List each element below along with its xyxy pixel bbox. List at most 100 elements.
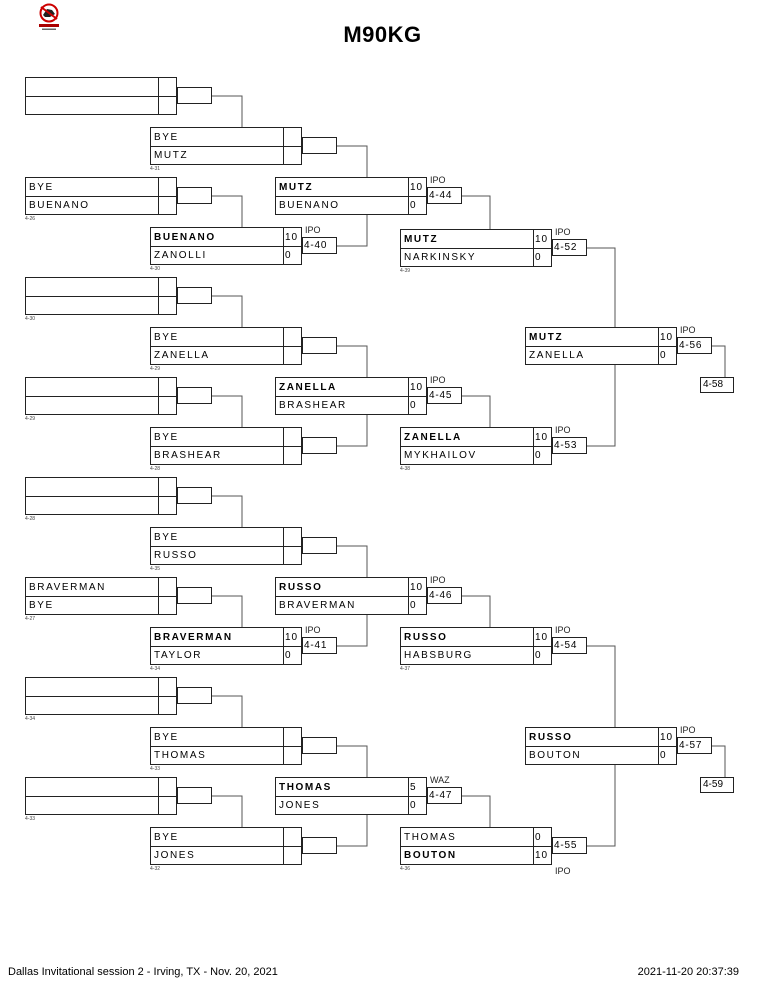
competitor-top[interactable]: THOMAS <box>276 778 408 797</box>
competitor-bottom[interactable] <box>26 96 158 115</box>
competitor-bottom[interactable] <box>26 496 158 515</box>
competitor-top[interactable]: RUSSO <box>401 628 533 647</box>
competitor-top[interactable]: MUTZ <box>401 230 533 249</box>
competitor-top[interactable]: BYE <box>151 528 283 547</box>
bout-result-box[interactable] <box>177 287 212 304</box>
competitor-bottom[interactable]: NARKINSKY <box>404 252 477 263</box>
competitor-bottom[interactable]: BRAVERMAN <box>279 600 357 611</box>
bout-result-box[interactable]: 4-41 <box>302 637 337 654</box>
match-box[interactable]: BYE BRASHEAR <box>150 427 302 465</box>
bout-result-box[interactable]: 4-53 <box>552 437 587 454</box>
competitor-top[interactable]: BYE <box>151 428 283 447</box>
bout-result-box[interactable]: 4-55 <box>552 837 587 854</box>
competitor-top[interactable]: ZANELLA <box>401 428 533 447</box>
competitor-bottom[interactable]: BUENANO <box>279 200 340 211</box>
bout-result-box[interactable] <box>177 787 212 804</box>
bout-result-box[interactable]: 4-56 <box>677 337 712 354</box>
match-box[interactable]: BYE JONES <box>150 827 302 865</box>
competitor-top[interactable]: MUTZ <box>276 178 408 197</box>
bout-result-box[interactable]: 4-47 <box>427 787 462 804</box>
competitor-top[interactable]: THOMAS <box>401 828 533 847</box>
bout-result-box[interactable] <box>302 337 337 354</box>
competitor-top[interactable] <box>26 778 158 797</box>
match-box[interactable] <box>25 277 177 315</box>
match-box[interactable]: BYE MUTZ <box>150 127 302 165</box>
bout-result-box[interactable] <box>302 837 337 854</box>
competitor-bottom[interactable]: BUENANO <box>29 200 90 211</box>
bout-result-box[interactable] <box>177 387 212 404</box>
match-box[interactable] <box>25 677 177 715</box>
competitor-top[interactable]: BRAVERMAN <box>26 578 158 597</box>
bout-result-box[interactable]: 4-52 <box>552 239 587 256</box>
competitor-top[interactable]: BYE <box>151 828 283 847</box>
match-box[interactable] <box>25 477 177 515</box>
competitor-top[interactable]: BYE <box>151 128 283 147</box>
bout-result-box[interactable] <box>302 737 337 754</box>
competitor-top[interactable]: MUTZ <box>526 328 658 347</box>
bout-result-box[interactable] <box>177 87 212 104</box>
match-box[interactable] <box>25 777 177 815</box>
competitor-bottom[interactable]: JONES <box>154 850 196 861</box>
competitor-top[interactable]: BYE <box>151 728 283 747</box>
competitor-bottom[interactable]: BOUTON <box>529 750 582 761</box>
competitor-top[interactable] <box>26 478 158 497</box>
bout-result-box[interactable] <box>177 187 212 204</box>
competitor-bottom[interactable]: BRASHEAR <box>154 450 222 461</box>
match-box[interactable] <box>25 377 177 415</box>
next-bout-box[interactable]: 4-58 <box>700 377 734 393</box>
bout-result-box[interactable]: 4-57 <box>677 737 712 754</box>
match-box[interactable]: BRAVERMAN BYE <box>25 577 177 615</box>
bout-result-box[interactable] <box>302 437 337 454</box>
match-box[interactable]: BYE BUENANO <box>25 177 177 215</box>
competitor-top[interactable]: RUSSO <box>526 728 658 747</box>
bout-result-box[interactable] <box>302 137 337 154</box>
competitor-bottom[interactable] <box>26 796 158 815</box>
competitor-bottom[interactable]: MUTZ <box>154 150 189 161</box>
competitor-top[interactable]: BRAVERMAN <box>151 628 283 647</box>
bout-result-box[interactable]: 4-45 <box>427 387 462 404</box>
match-box[interactable] <box>25 77 177 115</box>
bout-result-box[interactable] <box>177 687 212 704</box>
competitor-top[interactable]: BUENANO <box>151 228 283 247</box>
bout-result-box[interactable] <box>302 537 337 554</box>
competitor-bottom[interactable]: BYE <box>29 600 54 611</box>
competitor-bottom[interactable]: TAYLOR <box>154 650 203 661</box>
match-box[interactable]: BYE RUSSO <box>150 527 302 565</box>
competitor-bottom[interactable]: BRASHEAR <box>279 400 347 411</box>
bout-result-box[interactable]: 4-46 <box>427 587 462 604</box>
competitor-top[interactable] <box>26 278 158 297</box>
competitor-bottom[interactable]: BOUTON <box>404 850 457 861</box>
match-box[interactable]: BYE THOMAS <box>150 727 302 765</box>
bout-result-box[interactable] <box>177 487 212 504</box>
competitor-bottom[interactable]: THOMAS <box>154 750 207 761</box>
competitor-bottom[interactable]: MYKHAILOV <box>404 450 477 461</box>
competitor-top[interactable] <box>26 378 158 397</box>
competitor-bottom[interactable] <box>26 396 158 415</box>
bout-result-box[interactable]: 4-40 <box>302 237 337 254</box>
bout-result-box[interactable]: 4-44 <box>427 187 462 204</box>
match-box[interactable]: BYE ZANELLA <box>150 327 302 365</box>
competitor-bottom[interactable]: ZANELLA <box>154 350 210 361</box>
competitor-bottom[interactable] <box>26 696 158 715</box>
competitor-bottom[interactable]: ZANOLLI <box>154 250 207 261</box>
competitor-bottom[interactable] <box>26 296 158 315</box>
bout-result-box[interactable]: 4-54 <box>552 637 587 654</box>
competitor-bottom[interactable]: RUSSO <box>154 550 198 561</box>
competitor-top[interactable]: BYE <box>26 178 158 197</box>
competitor-top[interactable]: ZANELLA <box>276 378 408 397</box>
competitor-bottom[interactable]: ZANELLA <box>529 350 585 361</box>
bout-result-box[interactable] <box>177 587 212 604</box>
competitor-bottom[interactable]: HABSBURG <box>404 650 473 661</box>
competitor-top[interactable] <box>26 678 158 697</box>
competitor-top[interactable]: BYE <box>151 328 283 347</box>
